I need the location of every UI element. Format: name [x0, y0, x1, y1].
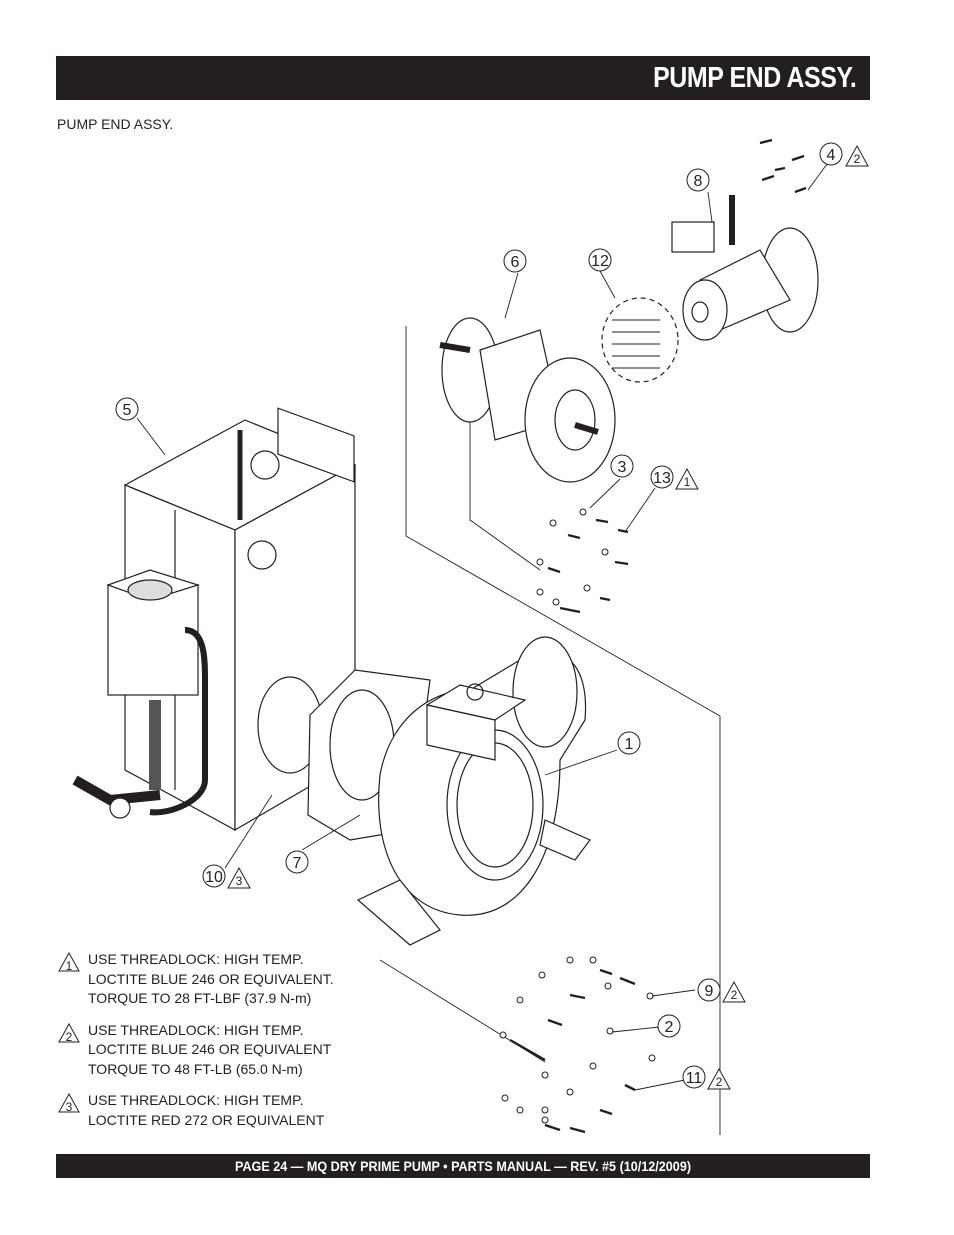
page-title: PUMP END ASSY. — [652, 62, 857, 94]
note-1: 1 USE THREADLOCK: HIGH TEMP. LOCTITE BLU… — [58, 950, 388, 1009]
callout-7: 7 — [293, 855, 302, 872]
notes-list: 1 USE THREADLOCK: HIGH TEMP. LOCTITE BLU… — [58, 950, 388, 1142]
footer-text: PAGE 24 — MQ DRY PRIME PUMP • PARTS MANU… — [234, 1158, 692, 1174]
note-line: USE THREADLOCK: HIGH TEMP. — [88, 1092, 304, 1108]
upper-washers — [536, 508, 609, 606]
note-3: 3 USE THREADLOCK: HIGH TEMP. LOCTITE RED… — [58, 1091, 388, 1130]
section-subtitle: PUMP END ASSY. — [57, 116, 174, 132]
callout-11: 11 — [686, 1070, 703, 1087]
note-triangle-icon: 2 — [58, 1022, 80, 1044]
leader-lines — [136, 159, 831, 1091]
note-line: LOCTITE BLUE 246 OR EQUIVALENT — [88, 1041, 332, 1057]
note-line: TORQUE TO 48 FT-LB (65.0 N-m) — [88, 1060, 303, 1077]
callout-13: 13 — [653, 470, 671, 487]
note-line: USE THREADLOCK: HIGH TEMP. — [88, 1021, 304, 1038]
callout-1: 1 — [625, 736, 634, 753]
callout-13-note-ref: 1 — [684, 475, 691, 489]
vacuum-pump — [671, 195, 819, 341]
note-number: 3 — [65, 1100, 73, 1114]
callout-8: 8 — [694, 173, 703, 190]
note-line: LOCTITE RED 272 OR EQUIVALENT — [88, 1111, 325, 1128]
lower-bolts — [509, 968, 636, 1134]
callout-11-note-ref: 2 — [716, 1075, 723, 1089]
note-line: LOCTITE BLUE 246 OR EQUIVALENT. — [88, 970, 334, 987]
upper-bolts — [547, 138, 807, 614]
callout-3: 3 — [618, 459, 627, 476]
callout-9: 9 — [705, 983, 714, 1000]
pump-casing — [356, 636, 591, 946]
header-bar: PUMP END ASSY. — [56, 56, 870, 100]
note-2: 2 USE THREADLOCK: HIGH TEMP. LOCTITE BLU… — [58, 1021, 388, 1080]
note-number: 1 — [65, 959, 73, 973]
callout-9-note-ref: 2 — [731, 988, 738, 1002]
note-number: 2 — [65, 1029, 73, 1044]
callout-10: 10 — [205, 869, 223, 886]
note-triangle-icon: 3 — [58, 1092, 80, 1114]
mechanical-seal — [601, 297, 679, 383]
callout-4: 4 — [827, 147, 836, 164]
callout-6: 6 — [511, 254, 520, 271]
note-line: TORQUE TO 28 FT-LBF (37.9 N-m) — [88, 990, 312, 1006]
note-triangle-icon: 1 — [58, 951, 80, 973]
bearing-housing — [439, 317, 616, 483]
tank-assembly — [72, 407, 357, 832]
note-line: USE THREADLOCK: HIGH TEMP. — [88, 951, 304, 967]
footer-bar: PAGE 24 — MQ DRY PRIME PUMP • PARTS MANU… — [56, 1154, 870, 1178]
callout-2: 2 — [665, 1019, 674, 1036]
lower-washers — [499, 956, 656, 1124]
callout-4-note-ref: 2 — [854, 152, 861, 166]
callout-5: 5 — [123, 402, 132, 419]
callout-12: 12 — [591, 253, 609, 270]
callout-10-note-ref: 3 — [236, 874, 243, 888]
